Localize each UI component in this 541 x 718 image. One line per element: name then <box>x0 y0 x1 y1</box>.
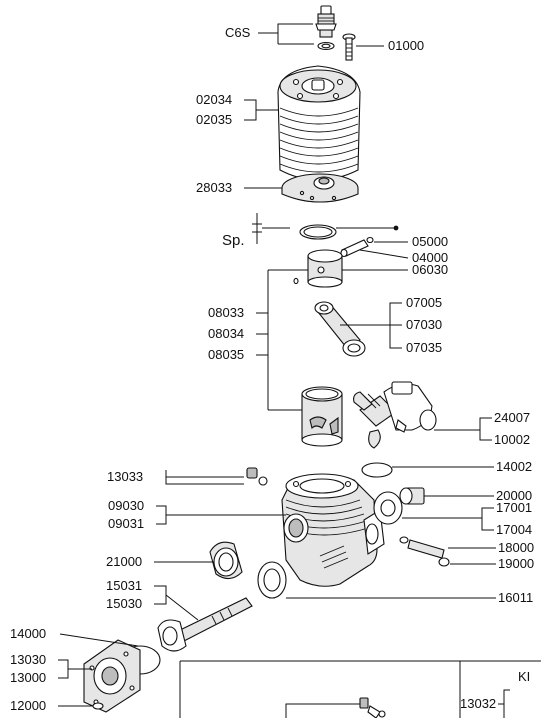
label-20000: 20000 <box>496 488 532 503</box>
label-15031: 15031 <box>106 578 142 593</box>
head-button-icon <box>281 173 359 203</box>
label-sp: Sp. <box>222 232 245 249</box>
crankcase-icon <box>281 473 385 587</box>
label-12000: 12000 <box>10 698 46 713</box>
head-screw-icon <box>342 33 356 61</box>
wrist-pin-icon <box>340 236 374 258</box>
crankshaft-icon <box>157 597 253 652</box>
label-14000: 14000 <box>10 626 46 641</box>
label-02034: 02034 <box>196 92 232 107</box>
cylinder-liner-icon <box>301 386 343 447</box>
label-07030: 07030 <box>406 317 442 332</box>
intake-o-ring-icon <box>361 462 393 478</box>
label-08034: 08034 <box>208 326 244 341</box>
plug-screw-icon <box>246 467 268 486</box>
label-02035: 02035 <box>196 112 232 127</box>
connecting-rod-icon <box>314 301 366 357</box>
head-gasket-icon <box>299 224 337 240</box>
label-08035: 08035 <box>208 347 244 362</box>
kit-box <box>179 660 541 718</box>
box-title: KI <box>518 669 530 684</box>
bullet-dot <box>393 225 399 231</box>
label-16011: 16011 <box>498 590 533 605</box>
label-15030: 15030 <box>106 596 142 611</box>
label-14002: 14002 <box>496 459 532 474</box>
cooling-head-icon <box>277 65 361 181</box>
label-c6s: C6S <box>225 25 251 40</box>
label-06030: 06030 <box>412 262 448 277</box>
piston-icon <box>293 249 343 288</box>
label-10002: 10002 <box>494 432 530 447</box>
label-17001: 17001 <box>496 500 532 515</box>
label-08033: 08033 <box>208 305 244 320</box>
label-04000: 04000 <box>412 250 448 265</box>
label-13033: 13033 <box>107 469 143 484</box>
label-13030: 13030 <box>10 652 46 667</box>
label-18000: 18000 <box>498 540 534 555</box>
label-13032: 13032 <box>460 696 496 711</box>
label-09030: 09030 <box>108 498 144 513</box>
label-09031: 09031 <box>108 516 144 531</box>
part-labels: C6S 01000 02034 02035 28033 Sp. 05000 04… <box>10 25 534 713</box>
label-21000: 21000 <box>106 554 142 569</box>
label-05000: 05000 <box>412 234 448 249</box>
label-07005: 07005 <box>406 295 442 310</box>
carburetor-icon <box>353 381 437 449</box>
label-24007: 24007 <box>494 410 530 425</box>
back-plate-icon <box>83 639 161 713</box>
glow-plug-icon <box>315 5 337 51</box>
rear-bearing-icon <box>257 561 287 599</box>
label-28033: 28033 <box>196 180 232 195</box>
small-plug-icon <box>359 697 386 718</box>
leader-lines <box>58 23 496 707</box>
label-01000: 01000 <box>388 38 424 53</box>
front-bearing-icon <box>373 487 425 525</box>
label-07035: 07035 <box>406 340 442 355</box>
label-19000: 19000 <box>498 556 534 571</box>
label-17004: 17004 <box>496 522 532 537</box>
prop-shaft-icon <box>399 536 450 567</box>
rear-cover-icon <box>209 541 243 580</box>
label-13000: 13000 <box>10 670 46 685</box>
